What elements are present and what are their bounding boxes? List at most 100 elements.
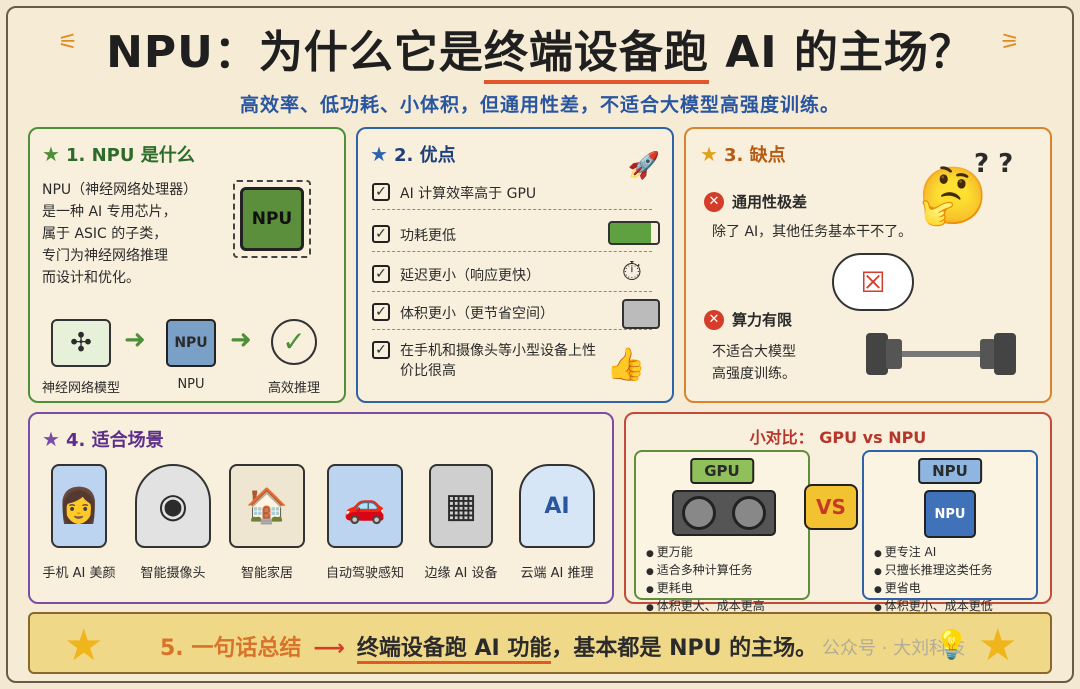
summary-rest: ，基本都是 NPU 的主场。	[551, 636, 818, 661]
spark-left-icon: ⚟	[58, 30, 78, 55]
flow-model: ✣ 神经网络模型	[36, 319, 126, 396]
panel2-title-text: 2. 优点	[393, 145, 456, 166]
arrow-right-icon: ⟶	[313, 636, 345, 661]
advantage-item: ✓ 体积更小（更节省空间）	[372, 303, 652, 330]
disadvantage-2-title: ✕算力有限	[704, 309, 792, 330]
smiling-star-icon: ★	[64, 620, 104, 671]
gpu-box: GPU 更万能 适合多种计算任务 更耗电 体积更大、成本更高	[634, 450, 810, 613]
rocket-icon: 🚀	[627, 151, 660, 181]
summary-text: 5. 一句话总结 ⟶ 终端设备跑 AI 功能，基本都是 NPU 的主场。	[160, 630, 818, 664]
star-icon: ★	[700, 142, 718, 166]
npu-tag: NPU	[918, 458, 982, 484]
advantage-item: ✓延迟更小（响应更快）	[372, 265, 652, 292]
checkbox-icon: ✓	[372, 225, 390, 243]
advantage-item: ✓ 在手机和摄像头等小型设备上性价比很高	[372, 341, 598, 387]
smiling-star-icon: ★	[978, 620, 1018, 671]
npu-feature: 体积更小、成本更低	[874, 598, 993, 616]
npu-feature: 只擅长推理这类任务	[874, 562, 993, 580]
scene-autonomous-driving: 🚗 自动驾驶感知	[320, 464, 410, 581]
stopwatch-icon: ⏱	[621, 257, 642, 287]
summary-key: 终端设备跑 AI 功能	[356, 636, 552, 664]
d2-line: 不适合大模型	[712, 344, 796, 360]
npu-definition: NPU（神经网络处理器） 是一种 AI 专用芯片， 属于 ASIC 的子类， 专…	[42, 179, 217, 289]
def-line: 是一种 AI 专用芯片，	[42, 204, 177, 220]
compare-heading: 小对比： GPU vs NPU	[749, 428, 927, 447]
panel-scenarios: ★4. 适合场景 👩 手机 AI 美颜 ◉ 智能摄像头 🏠 智能家居 🚗 自动驾…	[28, 412, 614, 604]
gpu-feature: 体积更大、成本更高	[646, 598, 765, 616]
npu-small-chip-icon: NPU	[166, 319, 216, 367]
edge-box-icon: ▦	[429, 464, 493, 548]
npu-chip-icon: NPU	[924, 490, 976, 538]
broken-chip-bubble-icon: ☒	[832, 253, 914, 311]
car-icon: 🚗	[327, 464, 403, 548]
checkbox-icon: ✓	[372, 183, 390, 201]
page-subtitle: 高效率、低功耗、小体积，但通用性差，不适合大模型高强度训练。	[239, 94, 840, 116]
panel3-title-text: 3. 缺点	[723, 145, 786, 166]
gpu-card-icon	[672, 490, 776, 536]
panel-advantages: ★2. 优点 ✓AI 计算效率高于 GPU ✓功耗更低 ✓延迟更小（响应更快） …	[356, 127, 674, 403]
gpu-feature: 更耗电	[646, 580, 765, 598]
scene-label: 手机 AI 美颜	[42, 566, 116, 581]
panel4-title-text: 4. 适合场景	[65, 430, 164, 451]
arrow-right-icon: ➜	[230, 325, 252, 355]
advantage-item: ✓ 功耗更低	[372, 225, 652, 252]
checkbox-icon: ✓	[372, 265, 390, 283]
flow-label: 高效推理	[267, 381, 320, 396]
advantage-text: 在手机和摄像头等小型设备上性价比很高	[400, 343, 596, 379]
cloud-server-icon: AI	[519, 464, 595, 548]
panel-disadvantages: ★3. 缺点 ✕通用性极差 除了 AI，其他任务基本干不了。 🤔 ? ? ☒ ✕…	[684, 127, 1052, 403]
star-icon: ★	[370, 142, 388, 166]
panel-what-is-npu: ★1. NPU 是什么 NPU（神经网络处理器） 是一种 AI 专用芯片， 属于…	[28, 127, 346, 403]
mini-device-icon	[622, 299, 660, 329]
scene-camera: ◉ 智能摄像头	[128, 464, 218, 581]
panel-gpu-vs-npu: 小对比： GPU vs NPU GPU 更万能 适合多种计算任务 更耗电 体积更…	[624, 412, 1052, 613]
title-highlight: 终端设备跑	[483, 27, 709, 84]
panel1-title-text: 1. NPU 是什么	[65, 145, 195, 166]
scene-cloud: AI 云端 AI 推理	[512, 464, 602, 581]
title-part-2: AI 的主场？	[708, 27, 974, 78]
security-camera-icon: ◉	[135, 464, 211, 548]
disadvantage-2-text: 不适合大模型 高强度训练。	[712, 341, 796, 385]
arrow-right-icon: ➜	[124, 325, 146, 355]
spark-right-icon: ⚞	[1000, 30, 1020, 55]
npu-features: 更专注 AI 只擅长推理这类任务 更省电 体积更小、成本更低	[874, 544, 993, 616]
disadvantage-1-title: ✕通用性极差	[704, 191, 807, 212]
summary-label: 5. 一句话总结	[160, 636, 302, 661]
def-line: NPU（神经网络处理器）	[42, 182, 198, 198]
scene-label: 智能摄像头	[140, 566, 206, 581]
npu-feature: 更专注 AI	[874, 544, 993, 562]
advantage-text: 体积更小（更节省空间）	[400, 306, 554, 322]
star-icon: ★	[42, 142, 60, 166]
battery-icon	[608, 221, 660, 245]
fan-icon	[732, 496, 766, 530]
disadvantage-1-text: 除了 AI，其他任务基本干不了。	[712, 224, 913, 240]
scene-phone: 👩 手机 AI 美颜	[34, 464, 124, 581]
phone-face-icon: 👩	[51, 464, 107, 548]
gpu-features: 更万能 适合多种计算任务 更耗电 体积更大、成本更高	[646, 544, 765, 616]
advantage-text: 功耗更低	[400, 228, 456, 244]
watermark: 公众号 · 大刘科技	[822, 638, 966, 659]
chip-label: NPU	[251, 209, 293, 229]
npu-chip-icon: NPU	[233, 180, 311, 258]
scene-edge-device: ▦ 边缘 AI 设备	[416, 464, 506, 581]
fan-icon	[682, 496, 716, 530]
x-circle-icon: ✕	[704, 309, 724, 330]
advantage-item: ✓AI 计算效率高于 GPU	[372, 183, 652, 210]
flow-label: NPU	[177, 377, 205, 392]
d2-line: 高强度训练。	[712, 366, 796, 382]
npu-feature: 更省电	[874, 580, 993, 598]
lightbulb-icon: 💡	[934, 628, 969, 661]
gpu-feature: 适合多种计算任务	[646, 562, 765, 580]
panel1-title: ★1. NPU 是什么	[42, 141, 195, 167]
flow-inference: ✓ 高效推理	[256, 319, 332, 396]
scene-label: 智能家居	[240, 566, 293, 581]
checkbox-icon: ✓	[372, 303, 390, 321]
thumbs-up-icon: 👍	[606, 345, 646, 383]
scene-smart-home: 🏠 智能家居	[222, 464, 312, 581]
def-line: 属于 ASIC 的子类，	[42, 226, 168, 242]
x-circle-icon: ✕	[704, 191, 724, 212]
gpu-feature: 更万能	[646, 544, 765, 562]
panel4-title: ★4. 适合场景	[42, 426, 164, 452]
npu-box: NPU NPU 更专注 AI 只擅长推理这类任务 更省电 体积更小、成本更低	[862, 450, 1038, 613]
checkbox-icon: ✓	[372, 341, 390, 359]
